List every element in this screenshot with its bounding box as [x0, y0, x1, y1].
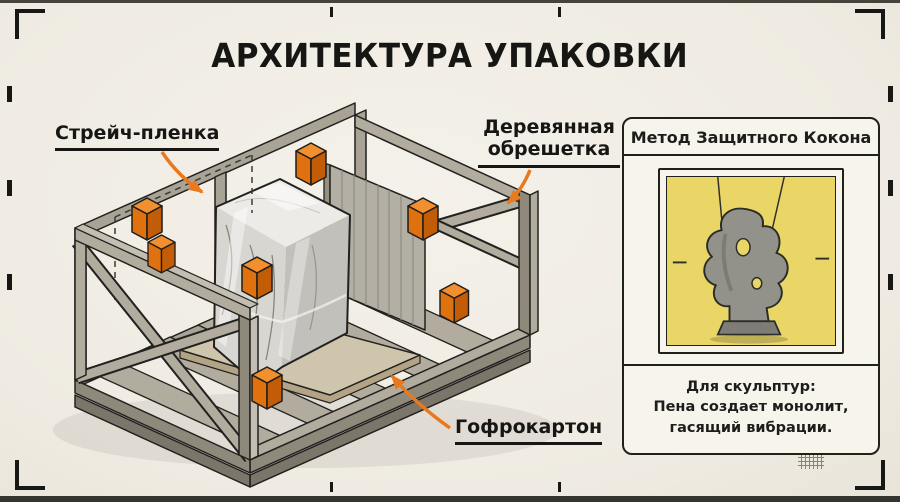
label-cardboard: Гофрокартон — [455, 416, 603, 445]
crop-mark-top-right — [855, 9, 885, 39]
corner-protector-icon — [251, 366, 283, 410]
corner-protector-icon — [407, 197, 439, 241]
sculpture-illustration — [666, 176, 836, 346]
pallet-skids — [74, 328, 531, 488]
illustration-frame — [658, 168, 844, 354]
panel-divider — [624, 154, 878, 156]
crate-illustration — [53, 102, 557, 488]
paper-edge-top — [0, 0, 900, 3]
cocoon-method-panel: Метод Защитного Кокона — [622, 117, 880, 455]
label-wooden-crate: Деревянная обрешетка — [478, 116, 620, 168]
corner-protector-icon — [295, 142, 327, 186]
registration-mark — [330, 7, 333, 17]
registration-mark — [888, 86, 893, 102]
sculpture-svg — [672, 177, 830, 344]
label-stretch-film: Стрейч-пленка — [55, 122, 220, 151]
panel-caption: Для скульптур: Пена создает монолит, гас… — [653, 378, 849, 436]
panel-title: Метод Защитного Кокона — [630, 128, 872, 147]
registration-mark — [7, 86, 12, 102]
panel-illustration — [624, 156, 878, 364]
marble-block — [213, 178, 351, 386]
registration-mark — [330, 482, 333, 492]
sculpture-hole — [735, 237, 751, 257]
registration-mark — [7, 180, 12, 196]
corner-protector-icon — [147, 234, 176, 274]
registration-mark — [7, 274, 12, 290]
suspension-wire — [771, 177, 785, 229]
registration-mark — [888, 180, 893, 196]
suspension-wire — [717, 177, 723, 219]
corner-protector-icon — [439, 282, 470, 324]
registration-mark — [888, 274, 893, 290]
sculpture-shading — [721, 233, 734, 292]
abstract-sculpture — [703, 207, 789, 323]
panel-divider — [624, 364, 878, 366]
page-title: АРХИТЕКТУРА УПАКОВКИ — [211, 36, 689, 75]
registration-mark — [558, 482, 561, 492]
crop-mark-bottom-right — [855, 460, 885, 490]
registration-mark — [558, 7, 561, 17]
sculpture-hole — [751, 276, 763, 290]
sculpture-shadow — [709, 335, 789, 344]
crop-mark-top-left — [15, 9, 45, 39]
sculpture-pedestal — [716, 320, 782, 336]
crop-mark-bottom-left — [15, 460, 45, 490]
corner-protector-icon — [241, 256, 273, 300]
paper-edge-bottom — [0, 496, 900, 502]
hatch-swatch — [798, 451, 824, 469]
corner-protector-icon — [131, 197, 163, 241]
